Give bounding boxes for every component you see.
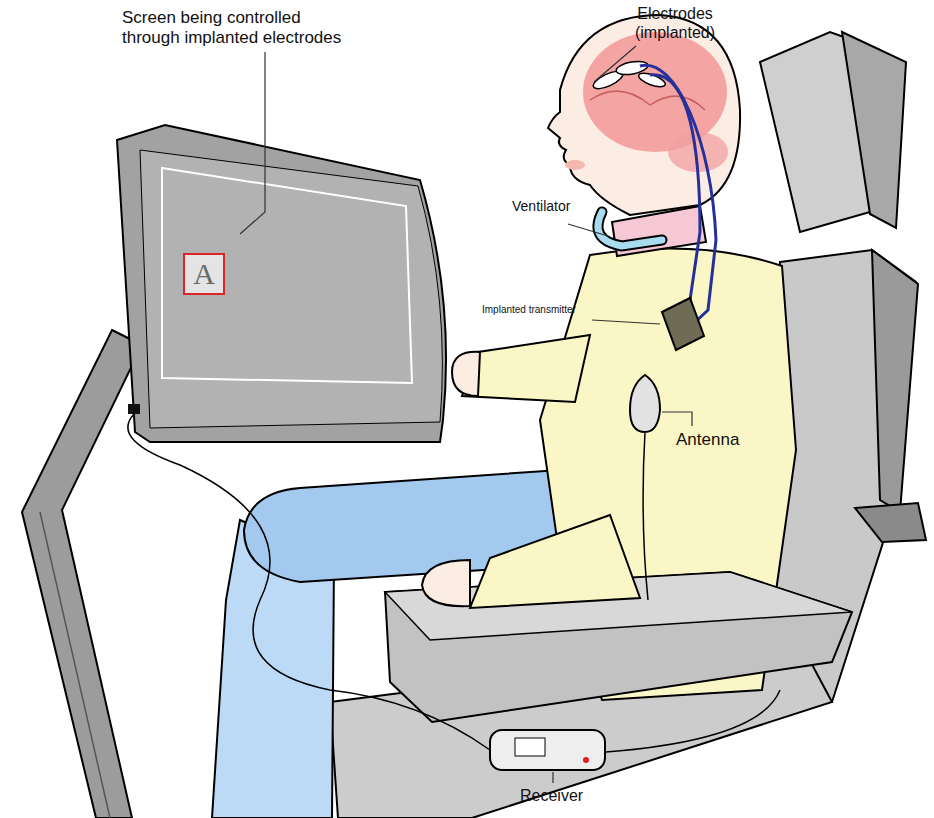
implanted-transmitter <box>662 298 704 350</box>
icon-letter: A <box>193 259 215 289</box>
screen-stand <box>22 330 142 818</box>
ventilator-tube <box>598 212 662 246</box>
upper-arm <box>462 335 590 402</box>
callout-label: Screen being controlled through implante… <box>122 8 354 49</box>
callout-label: Ventilator <box>512 198 570 215</box>
stand-edge <box>40 512 110 818</box>
callout-label: Implanted transmitter <box>482 304 576 316</box>
screen-housing <box>117 125 446 442</box>
electrode-wire <box>650 75 700 312</box>
screen-connector <box>128 404 140 414</box>
receiver-box <box>490 730 605 770</box>
leader-line <box>240 52 265 234</box>
callout-label: Receiver <box>520 786 583 805</box>
callout-label: Antenna <box>676 430 739 450</box>
leader-line <box>592 320 660 324</box>
electrode-wire <box>640 65 716 325</box>
fist <box>422 560 470 606</box>
lower-arm <box>470 515 640 608</box>
callout-label: Electrodes (implanted) <box>620 4 730 42</box>
chair-headrest-side <box>842 32 906 228</box>
chair-lever <box>855 503 926 542</box>
leader-line <box>594 46 636 82</box>
receiver-led <box>583 757 589 763</box>
antenna <box>630 375 660 432</box>
screen-icon-box: A <box>183 253 225 295</box>
receiver-display <box>515 738 545 756</box>
screen-frame <box>162 168 412 383</box>
hand <box>452 352 480 396</box>
antenna-cable <box>606 690 780 752</box>
leader-line <box>568 224 608 236</box>
leader-line <box>662 412 692 426</box>
antenna-cable <box>643 432 648 600</box>
ventilator-outline <box>598 212 662 246</box>
leader-line <box>552 772 553 783</box>
cheek <box>565 160 585 170</box>
screen-cable <box>128 414 490 750</box>
chair-back-side <box>872 250 918 512</box>
screen-face <box>140 150 442 428</box>
